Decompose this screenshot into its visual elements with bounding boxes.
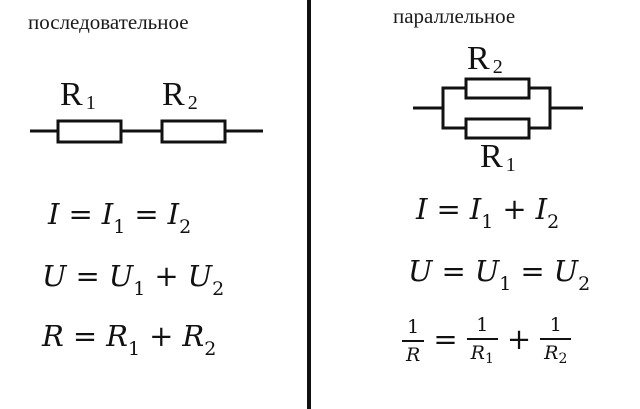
column-divider (307, 0, 311, 409)
parallel-heading: параллельное (393, 4, 516, 28)
series-resistor-r2 (160, 119, 227, 144)
series-resistor-r1 (56, 119, 123, 144)
series-heading: последовательное (28, 10, 189, 34)
series-formula-current: I=I1=I2 (48, 197, 192, 238)
parallel-formula-current: I=I1+I2 (416, 192, 560, 233)
parallel-resistor-r1 (464, 117, 531, 140)
parallel-circuit (413, 77, 583, 140)
series-circuit (30, 119, 263, 144)
series-formula-resistance: R=R1+R2 (42, 319, 217, 360)
series-formula-voltage: U=U1+U2 (42, 259, 225, 300)
parallel-resistor-r2 (464, 77, 531, 100)
parallel-formula-voltage: U=U1=U2 (408, 254, 591, 295)
